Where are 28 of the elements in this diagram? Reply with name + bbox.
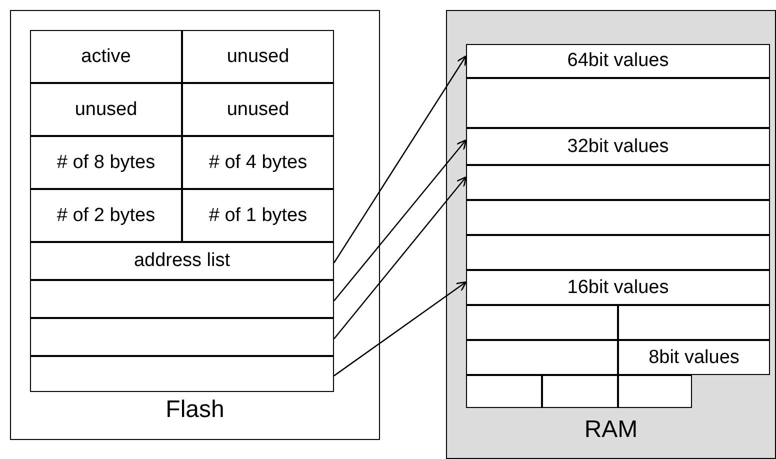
arrow [334, 176, 467, 340]
panel-title: Flash [166, 396, 224, 423]
memory-cell: active [30, 30, 182, 83]
arrow [334, 281, 467, 376]
panel-title: RAM [584, 416, 638, 443]
memory-cell: # of 4 bytes [182, 136, 334, 189]
memory-panel [446, 10, 776, 459]
empty-cell [466, 165, 770, 200]
empty-cell [466, 235, 770, 270]
arrow [333, 55, 467, 264]
memory-cell: 64bit values [466, 44, 770, 78]
memory-cell: # of 2 bytes [30, 189, 182, 242]
memory-cell: # of 1 bytes [182, 189, 334, 242]
memory-cell: unused [182, 30, 334, 83]
empty-cell [466, 78, 770, 128]
memory-cell: unused [182, 83, 334, 136]
empty-cell [466, 200, 770, 235]
arrow [334, 139, 467, 302]
empty-cell [30, 318, 334, 356]
memory-cell: 8bit values [618, 340, 770, 375]
memory-cell: # of 8 bytes [30, 136, 182, 189]
empty-cell [30, 280, 334, 318]
memory-panel [10, 10, 380, 440]
memory-cell: 32bit values [466, 128, 770, 165]
memory-cell: 16bit values [466, 270, 770, 305]
empty-cell [30, 356, 334, 392]
memory-cell: address list [30, 242, 334, 280]
memory-cell: unused [30, 83, 182, 136]
